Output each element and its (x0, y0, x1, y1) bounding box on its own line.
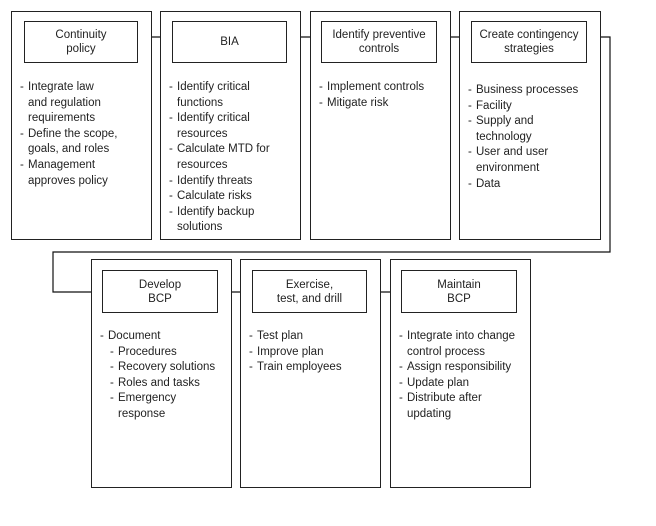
list-item: Data (466, 177, 599, 193)
list-item: Integrate into change (397, 329, 529, 345)
list-item: Calculate MTD for (167, 142, 299, 158)
list-item: Train employees (247, 360, 379, 376)
list-item: Management (18, 158, 150, 174)
list-item: Identify critical (167, 80, 299, 96)
step-contingency-strategies-title: Create contingency strategies (471, 21, 587, 63)
step-preventive-controls-title: Identify preventive controls (321, 21, 437, 63)
list-item: Identify threats (167, 174, 299, 190)
list-item: Mitigate risk (317, 96, 449, 112)
step-exercise-items: Test planImprove planTrain employees (247, 329, 379, 376)
list-item: Roles and tasks (98, 376, 230, 392)
list-item: goals, and roles (28, 143, 110, 156)
list-item: Identify critical (167, 111, 299, 127)
list-item: functions (177, 96, 224, 109)
list-item: Facility (466, 99, 599, 115)
step-continuity-policy-title: Continuity policy (24, 21, 138, 63)
list-item: Identify backup (167, 205, 299, 221)
list-item: solutions (177, 221, 223, 234)
step-bia-title: BIA (172, 21, 287, 63)
step-exercise-title: Exercise, test, and drill (252, 270, 367, 313)
list-item: Update plan (397, 376, 529, 392)
list-item: Assign responsibility (397, 360, 529, 376)
list-item: Distribute after (397, 391, 529, 407)
step-develop-bcp-items: DocumentProceduresRecovery solutionsRole… (98, 329, 230, 423)
list-item: response (118, 407, 166, 420)
list-item: User and user (466, 145, 599, 161)
list-item: technology (476, 130, 532, 143)
list-item: environment (476, 161, 540, 174)
list-item: Recovery solutions (98, 360, 230, 376)
list-item: Define the scope, (18, 127, 150, 143)
list-item: Implement controls (317, 80, 449, 96)
step-contingency-strategies-items: Business processesFacilitySupply andtech… (466, 83, 599, 192)
list-item: resources (177, 127, 228, 140)
list-item: resources (177, 158, 228, 171)
step-preventive-controls-items: Implement controlsMitigate risk (317, 80, 449, 111)
step-develop-bcp-title: Develop BCP (102, 270, 218, 313)
list-item: Improve plan (247, 345, 379, 361)
list-item: Integrate law (18, 80, 150, 96)
list-item: Calculate risks (167, 189, 299, 205)
step-bia-items: Identify criticalfunctionsIdentify criti… (167, 80, 299, 236)
list-item: Procedures (98, 345, 230, 361)
list-item: Business processes (466, 83, 599, 99)
list-item: Emergency (98, 391, 230, 407)
list-item: Test plan (247, 329, 379, 345)
step-maintain-bcp-title: Maintain BCP (401, 270, 517, 313)
list-item: Document (98, 329, 230, 345)
list-item: and regulation (28, 96, 101, 109)
arrow-strategies-to-develop (52, 36, 611, 296)
list-item: updating (407, 407, 452, 420)
list-item: requirements (28, 112, 96, 125)
list-item: Supply and (466, 114, 599, 130)
list-item: approves policy (28, 174, 108, 187)
list-item: control process (407, 345, 485, 358)
